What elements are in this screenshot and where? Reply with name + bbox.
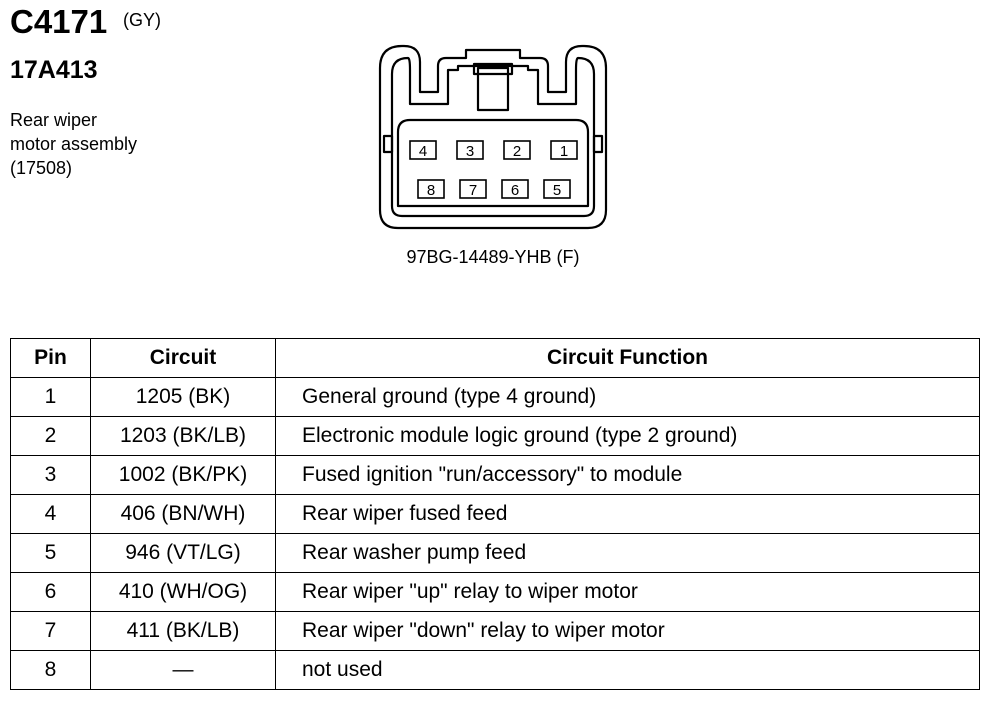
connector-id: C4171 (10, 3, 108, 40)
cell-circuit: 1203 (BK/LB) (90, 416, 276, 456)
connector-code: 97BG-14489-YHB (F) (406, 247, 580, 267)
pin-cavity (501, 179, 529, 199)
pin-number: 7 (469, 182, 477, 199)
pin-cavity (409, 140, 437, 160)
terminal-face (396, 118, 590, 208)
pin-number: 5 (553, 182, 561, 199)
cell-pin: 1 (10, 377, 91, 417)
header-circuit: Circuit (90, 338, 276, 378)
pin-number: 4 (419, 143, 427, 160)
locking-tab-top (472, 62, 514, 76)
pin-number: 1 (560, 143, 568, 160)
pin-number: 3 (466, 143, 474, 160)
cell-pin: 4 (10, 494, 91, 534)
table-row: 8 — not used (10, 650, 980, 690)
cell-function: Electronic module logic ground (type 2 g… (275, 416, 980, 456)
table-row: 5 946 (VT/LG) Rear washer pump feed (10, 533, 980, 573)
table-row: 3 1002 (BK/PK) Fused ignition "run/acces… (10, 455, 980, 495)
cell-circuit: 410 (WH/OG) (90, 572, 276, 612)
cell-function: Rear washer pump feed (275, 533, 980, 573)
cell-pin: 2 (10, 416, 91, 456)
pin-circuit-table: Pin Circuit Circuit Function 1 1205 (BK)… (10, 338, 980, 690)
cell-function: General ground (type 4 ground) (275, 377, 980, 417)
description-line: Rear wiper (10, 110, 98, 130)
cell-function: Rear wiper fused feed (275, 494, 980, 534)
table-row: 4 406 (BN/WH) Rear wiper fused feed (10, 494, 980, 534)
housing-inner (390, 56, 596, 218)
part-number: 17A413 (10, 56, 98, 84)
header-pin: Pin (10, 338, 91, 378)
locking-tab (476, 66, 510, 112)
cell-circuit: 1205 (BK) (90, 377, 276, 417)
table-row: 7 411 (BK/LB) Rear wiper "down" relay to… (10, 611, 980, 651)
cell-pin: 8 (10, 650, 91, 690)
cell-pin: 7 (10, 611, 91, 651)
pin-cavity (417, 179, 445, 199)
connector-color: (GY) (123, 10, 161, 30)
side-key-right (592, 134, 604, 154)
cell-circuit: 946 (VT/LG) (90, 533, 276, 573)
pin-cavity (550, 140, 578, 160)
table-header-row: Pin Circuit Circuit Function (10, 338, 980, 378)
table-row: 6 410 (WH/OG) Rear wiper "up" relay to w… (10, 572, 980, 612)
header-circuit-function: Circuit Function (275, 338, 980, 378)
cell-circuit: 1002 (BK/PK) (90, 455, 276, 495)
description-line: motor assembly (10, 134, 138, 154)
cell-pin: 6 (10, 572, 91, 612)
pin-cavity (543, 179, 571, 199)
cell-function: Rear wiper "up" relay to wiper motor (275, 572, 980, 612)
pin-number: 2 (513, 143, 521, 160)
cell-function: Fused ignition "run/accessory" to module (275, 455, 980, 495)
cell-circuit: 411 (BK/LB) (90, 611, 276, 651)
connector-face-diagram: 4 3 2 1 8 7 6 5 (378, 44, 608, 230)
table-row: 1 1205 (BK) General ground (type 4 groun… (10, 377, 980, 417)
pin-cavity (456, 140, 484, 160)
cell-circuit: — (90, 650, 276, 690)
description-line: (17508) (10, 158, 73, 178)
cell-pin: 3 (10, 455, 91, 495)
component-description: Rear wiper motor assembly (17508) (10, 108, 210, 180)
cell-pin: 5 (10, 533, 91, 573)
cell-function: Rear wiper "down" relay to wiper motor (275, 611, 980, 651)
pin-cavity (459, 179, 487, 199)
pin-number: 6 (511, 182, 519, 199)
cell-function: not used (275, 650, 980, 690)
pin-number: 8 (427, 182, 435, 199)
housing-outline (378, 44, 608, 230)
side-key-left (382, 134, 394, 154)
cell-circuit: 406 (BN/WH) (90, 494, 276, 534)
table-row: 2 1203 (BK/LB) Electronic module logic g… (10, 416, 980, 456)
pin-cavity (503, 140, 531, 160)
